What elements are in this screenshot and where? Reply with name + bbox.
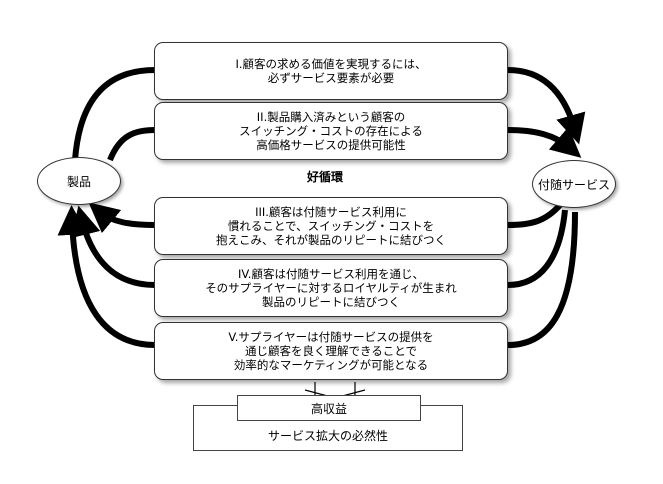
box-5: V.サプライヤーは付随サービスの提供を 通じ顧客を良く理解できることで 効率的な… — [154, 322, 508, 380]
result-bottom-text: サービス拡大の必然性 — [267, 429, 388, 443]
box-4: IV.顧客は付随サービス利用を通じ、 そのサプライヤーに対するロイヤルティが生ま… — [154, 259, 508, 317]
service-node-label: 付随サービス — [537, 177, 610, 192]
product-node: 製品 — [37, 157, 121, 205]
box-2: II.製品購入済みという顧客の スイッチング・コストの存在による 高価格サービス… — [154, 102, 508, 160]
center-label: 好循環 — [307, 170, 344, 184]
product-node-label: 製品 — [66, 174, 91, 189]
result-top-text: 高収益 — [310, 401, 347, 416]
service-node: 付随サービス — [532, 160, 616, 208]
box-3: III.顧客は付随サービス利用に 慣れることで、スイッチング・コストを 抱えこみ… — [154, 197, 508, 255]
box-4-text: IV.顧客は付随サービス利用を通じ、 そのサプライヤーに対するロイヤルティが生ま… — [205, 267, 457, 309]
arrow-to-result — [314, 382, 356, 395]
arrow-product-to-service-2 — [107, 126, 582, 162]
box-1: I.顧客の求める価値を実現するには、 必ずサービス要素が必要 — [154, 42, 508, 100]
result-top: 高収益 — [237, 395, 421, 421]
box-2-text: II.製品購入済みという顧客の スイッチング・コストの存在による 高価格サービス… — [239, 110, 423, 152]
box-1-text: I.顧客の求める価値を実現するには、 必ずサービス要素が必要 — [235, 57, 427, 85]
box-3-text: III.顧客は付随サービス利用に 慣れることで、スイッチング・コストを 抱えこみ… — [216, 205, 446, 247]
box-5-text: V.サプライヤーは付随サービスの提供を 通じ顧客を良く理解できることで 効率的な… — [228, 330, 434, 372]
